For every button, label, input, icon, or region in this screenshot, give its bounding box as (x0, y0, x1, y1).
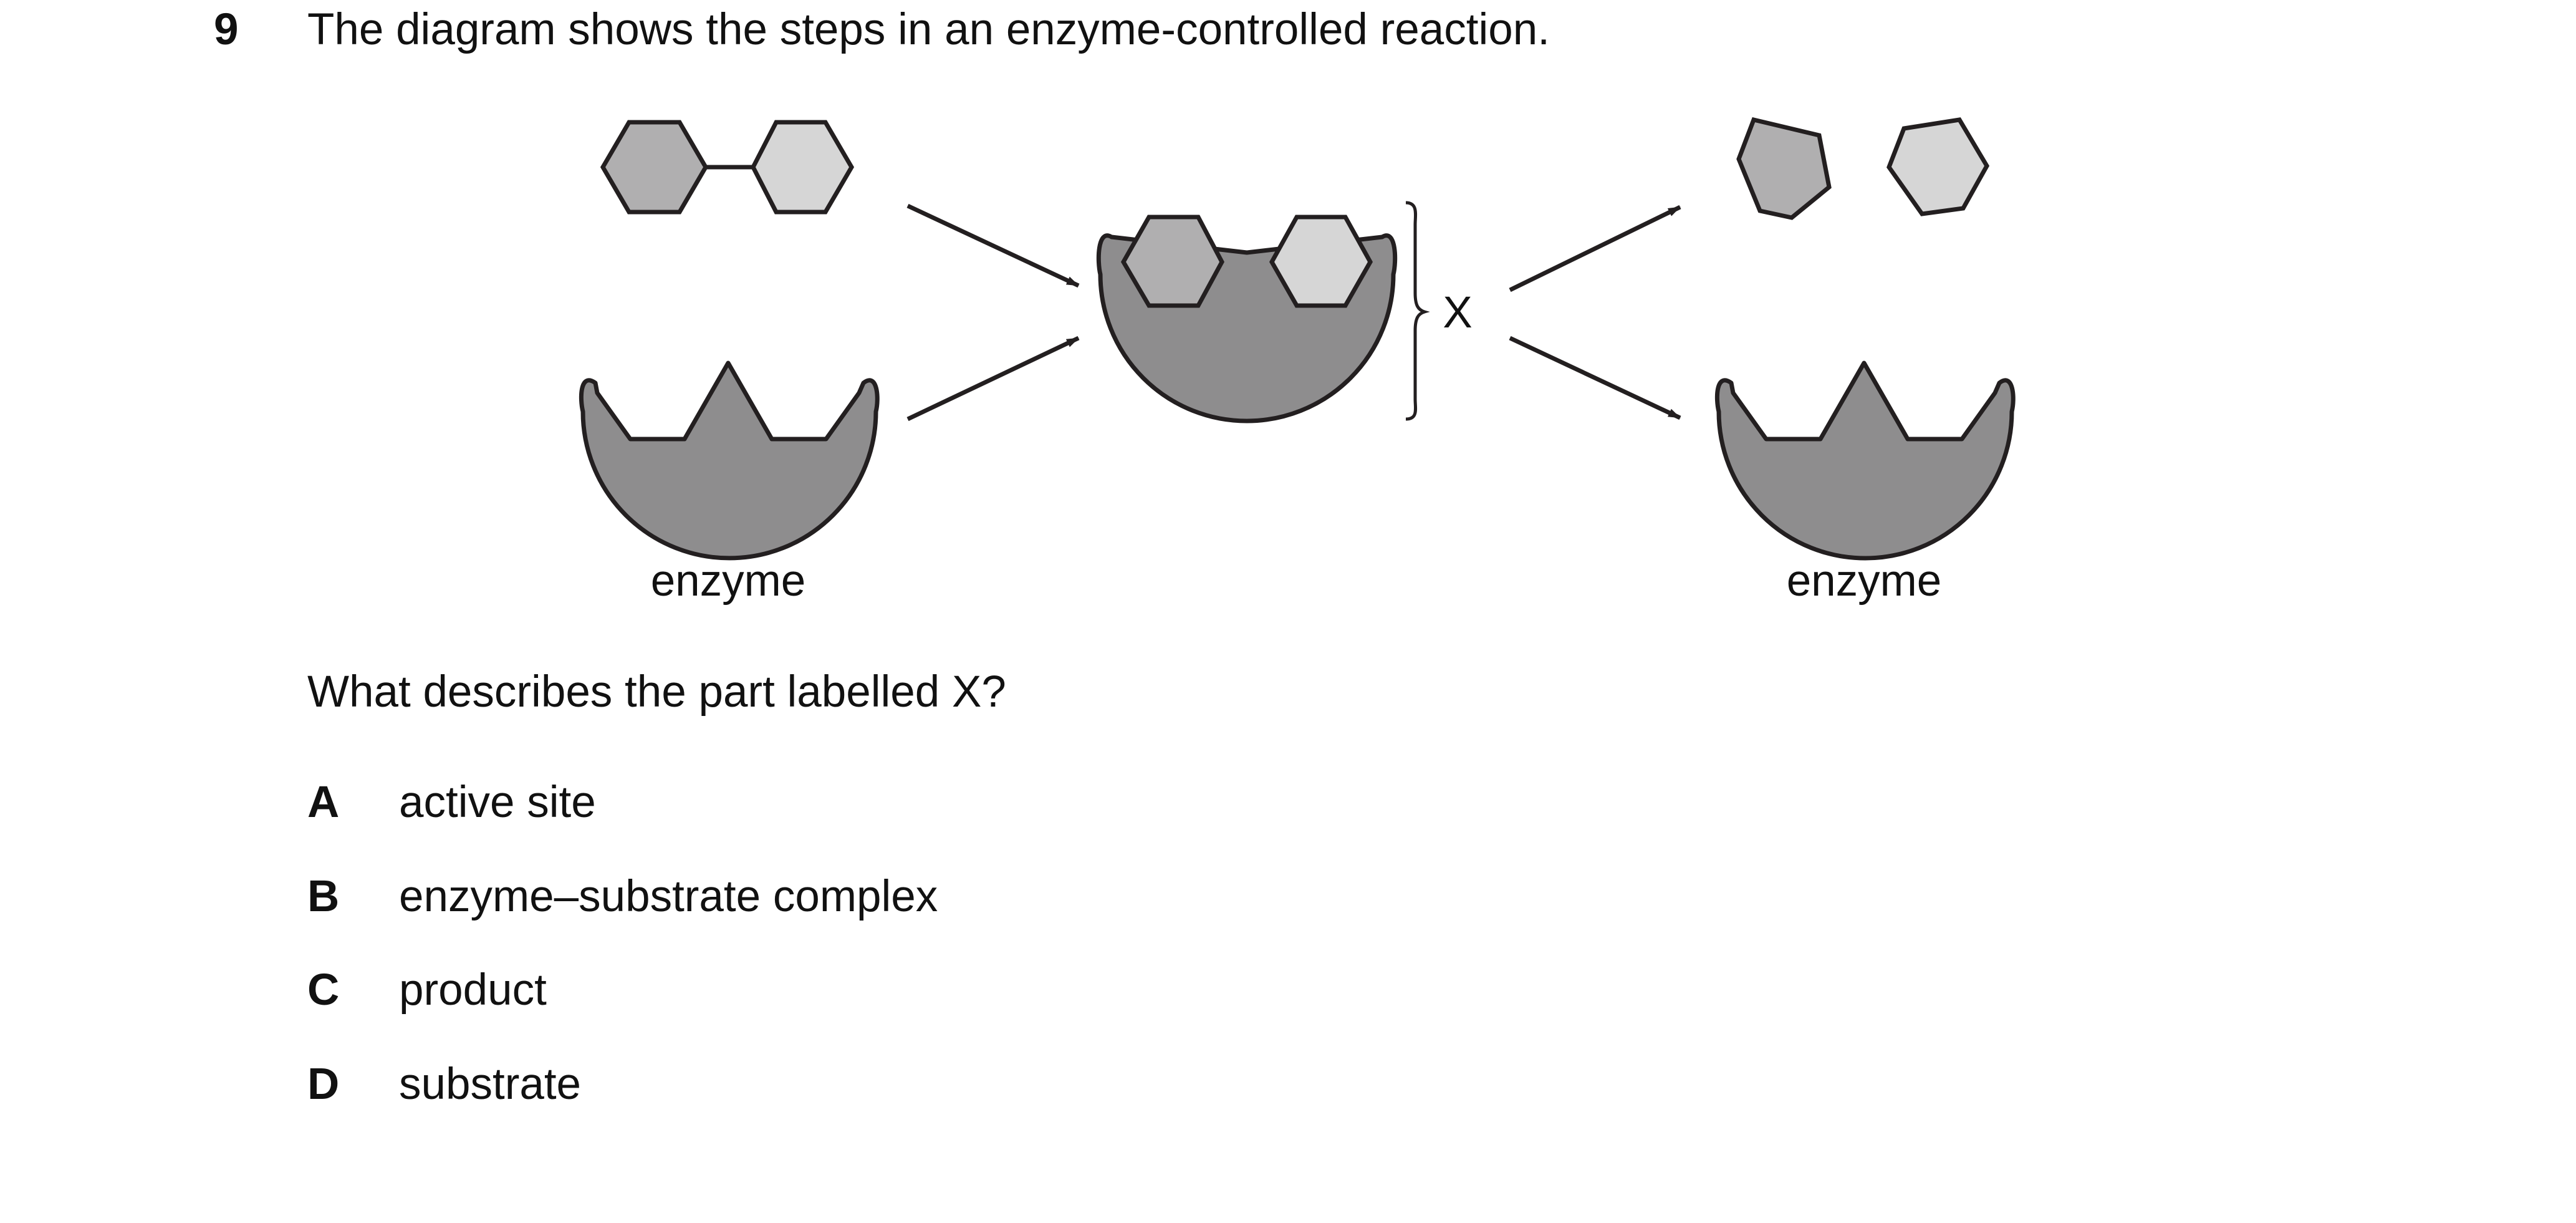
option-text: product (399, 965, 547, 1015)
complex-substrate-dark (1120, 215, 1224, 308)
x-label: X (1443, 288, 1472, 337)
option-text: active site (399, 778, 596, 827)
substrate-molecule (600, 120, 855, 215)
x-brace (1405, 201, 1430, 421)
enzyme-reaction-diagram: enzyme X enzyme (579, 117, 2016, 606)
product-molecules (1736, 117, 1990, 220)
enzyme-substrate-complex (1096, 215, 1398, 423)
product-hexagon-dark (1736, 117, 1832, 220)
option-letter: D (307, 1060, 340, 1109)
arrow-enzyme-to-complex (906, 336, 1080, 422)
product-hexagon-light (1886, 117, 1990, 216)
option-text: enzyme–substrate complex (399, 872, 938, 921)
enzyme-right-label: enzyme (1787, 556, 1942, 606)
option-letter: B (307, 872, 340, 921)
enzyme-left-label: enzyme (651, 556, 806, 606)
option-letter: A (307, 778, 340, 827)
option-letter: C (307, 965, 340, 1015)
arrow-complex-to-enzyme (1509, 336, 1681, 420)
question-prompt: What describes the part labelled X? (307, 667, 1006, 717)
enzyme-right-shape (1714, 360, 2016, 561)
substrate-hexagon-light (751, 120, 855, 215)
complex-substrate-light (1269, 215, 1373, 308)
enzyme-left-shape (579, 360, 880, 561)
question-stem: The diagram shows the steps in an enzyme… (307, 5, 1550, 54)
question-number: 9 (214, 5, 239, 54)
arrow-substrate-to-complex (906, 203, 1080, 288)
arrow-complex-to-products (1509, 205, 1681, 292)
substrate-hexagon-dark (600, 120, 709, 215)
option-text: substrate (399, 1060, 582, 1109)
